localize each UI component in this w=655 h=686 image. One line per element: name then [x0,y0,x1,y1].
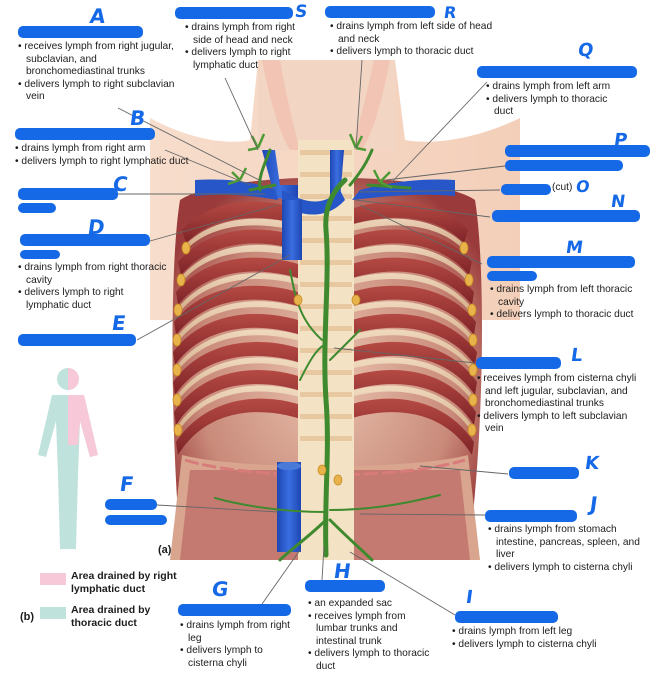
label-bar-f2[interactable] [105,515,167,525]
label-bar-e[interactable] [18,334,136,346]
callout-q: drains lymph from left arm delivers lymp… [486,81,626,119]
label-bar-h[interactable] [305,580,385,592]
ribs-left [173,201,315,455]
letter-q: Q [576,40,595,61]
label-bar-m1[interactable] [487,256,635,268]
callout-h-line-2: receives lymph from lumbar trunks and in… [308,611,433,649]
callout-i-line-1: drains lymph from left leg [452,626,617,639]
callout-s-line-1: drains lymph from right side of head and… [185,22,310,47]
callout-j: drains lymph from stomach intestine, pan… [488,524,648,574]
callout-g-line-2: delivers lymph to cisterna chyli [180,645,295,670]
callout-a-line-1: receives lymph from right jugular, subcl… [18,41,178,79]
callout-b-line-2: delivers lymph to right lymphatic duct [15,156,205,169]
label-bar-s[interactable] [175,7,293,19]
callout-g: drains lymph from right leg delivers lym… [180,620,295,670]
label-bar-d1[interactable] [20,234,150,246]
label-bar-i[interactable] [455,611,558,623]
callout-i: drains lymph from left leg delivers lymp… [452,626,617,651]
label-bar-k[interactable] [509,467,579,479]
letter-n: N [609,192,627,212]
legend-swatch-right-lymphatic [40,573,66,585]
label-bar-c2[interactable] [18,203,56,213]
callout-d: drains lymph from right thoracic cavity … [18,262,168,312]
panel-b-label: (b) [20,611,35,623]
callout-i-line-2: delivers lymph to cisterna chyli [452,639,617,652]
callout-j-line-1: drains lymph from stomach intestine, pan… [488,524,648,562]
callout-m-line-2: delivers lymph to thoracic duct [490,309,640,322]
legend-label-thoracic: Area drained by thoracic duct [71,604,151,629]
callout-b-line-1: drains lymph from right arm [15,143,205,156]
callout-g-line-1: drains lymph from right leg [180,620,295,645]
callout-h: an expanded sac receives lymph from lumb… [308,598,433,674]
callout-s-line-2: delivers lymph to right lymphatic duct [185,47,310,72]
callout-o: (cut) [552,182,573,193]
callout-q-line-1: drains lymph from left arm [486,81,626,94]
leader-lines [117,59,509,616]
label-bar-q[interactable] [477,66,637,78]
callout-h-line-1: an expanded sac [308,598,433,611]
label-bar-b[interactable] [15,128,155,140]
callout-a-line-2: delivers lymph to right subclavian vein [18,79,178,104]
callout-l-line-1: receives lymph from cisterna chyli and l… [477,373,642,411]
letter-k: K [583,453,601,474]
label-bar-g[interactable] [178,604,291,616]
callout-s: drains lymph from right side of head and… [185,22,310,72]
callout-d-line-1: drains lymph from right thoracic cavity [18,262,168,287]
callout-r-line-2: delivers lymph to thoracic duct [330,46,510,59]
label-bar-c1[interactable] [18,188,118,200]
ribs-right [335,201,477,455]
label-bar-d2[interactable] [20,250,60,259]
panel-a-label: (a) [158,544,172,556]
callout-b: drains lymph from right arm delivers lym… [15,143,205,168]
letter-m: M [564,238,585,258]
label-bar-a[interactable] [18,26,143,38]
label-bar-p2[interactable] [505,160,623,171]
letter-h: H [332,559,353,583]
callout-l: receives lymph from cisterna chyli and l… [477,373,642,436]
callout-m-line-1: drains lymph from left thoracic cavity [490,284,640,309]
label-bar-j[interactable] [485,510,577,522]
callout-l-line-2: delivers lymph to left subclavian vein [477,411,642,436]
label-bar-l[interactable] [476,357,561,369]
callout-d-line-2: delivers lymph to right lymphatic duct [18,287,168,312]
letter-g: G [210,577,231,601]
letter-d: D [86,215,107,239]
callout-j-line-2: delivers lymph to cisterna chyli [488,562,648,575]
callout-h-line-3: delivers lymph to thoracic duct [308,648,433,673]
label-bar-r[interactable] [325,6,435,18]
body-silhouette [38,368,98,549]
label-bar-n[interactable] [492,210,640,222]
label-bar-o[interactable] [501,184,551,195]
callout-q-line-2: delivers lymph to thoracic duct [486,94,626,119]
label-bar-m2[interactable] [487,271,537,281]
callout-a: receives lymph from right jugular, subcl… [18,41,178,104]
legend-label-right-lymphatic: Area drained by right lymphatic duct [71,570,177,595]
callout-r: drains lymph from left side of head and … [330,21,510,59]
callout-r-line-1: drains lymph from left side of head and … [330,21,510,46]
letter-o: O [574,177,591,196]
label-bar-f1[interactable] [105,499,157,510]
label-bar-p1[interactable] [505,145,650,157]
legend-swatch-thoracic [40,607,66,619]
callout-m: drains lymph from left thoracic cavity d… [490,284,640,322]
